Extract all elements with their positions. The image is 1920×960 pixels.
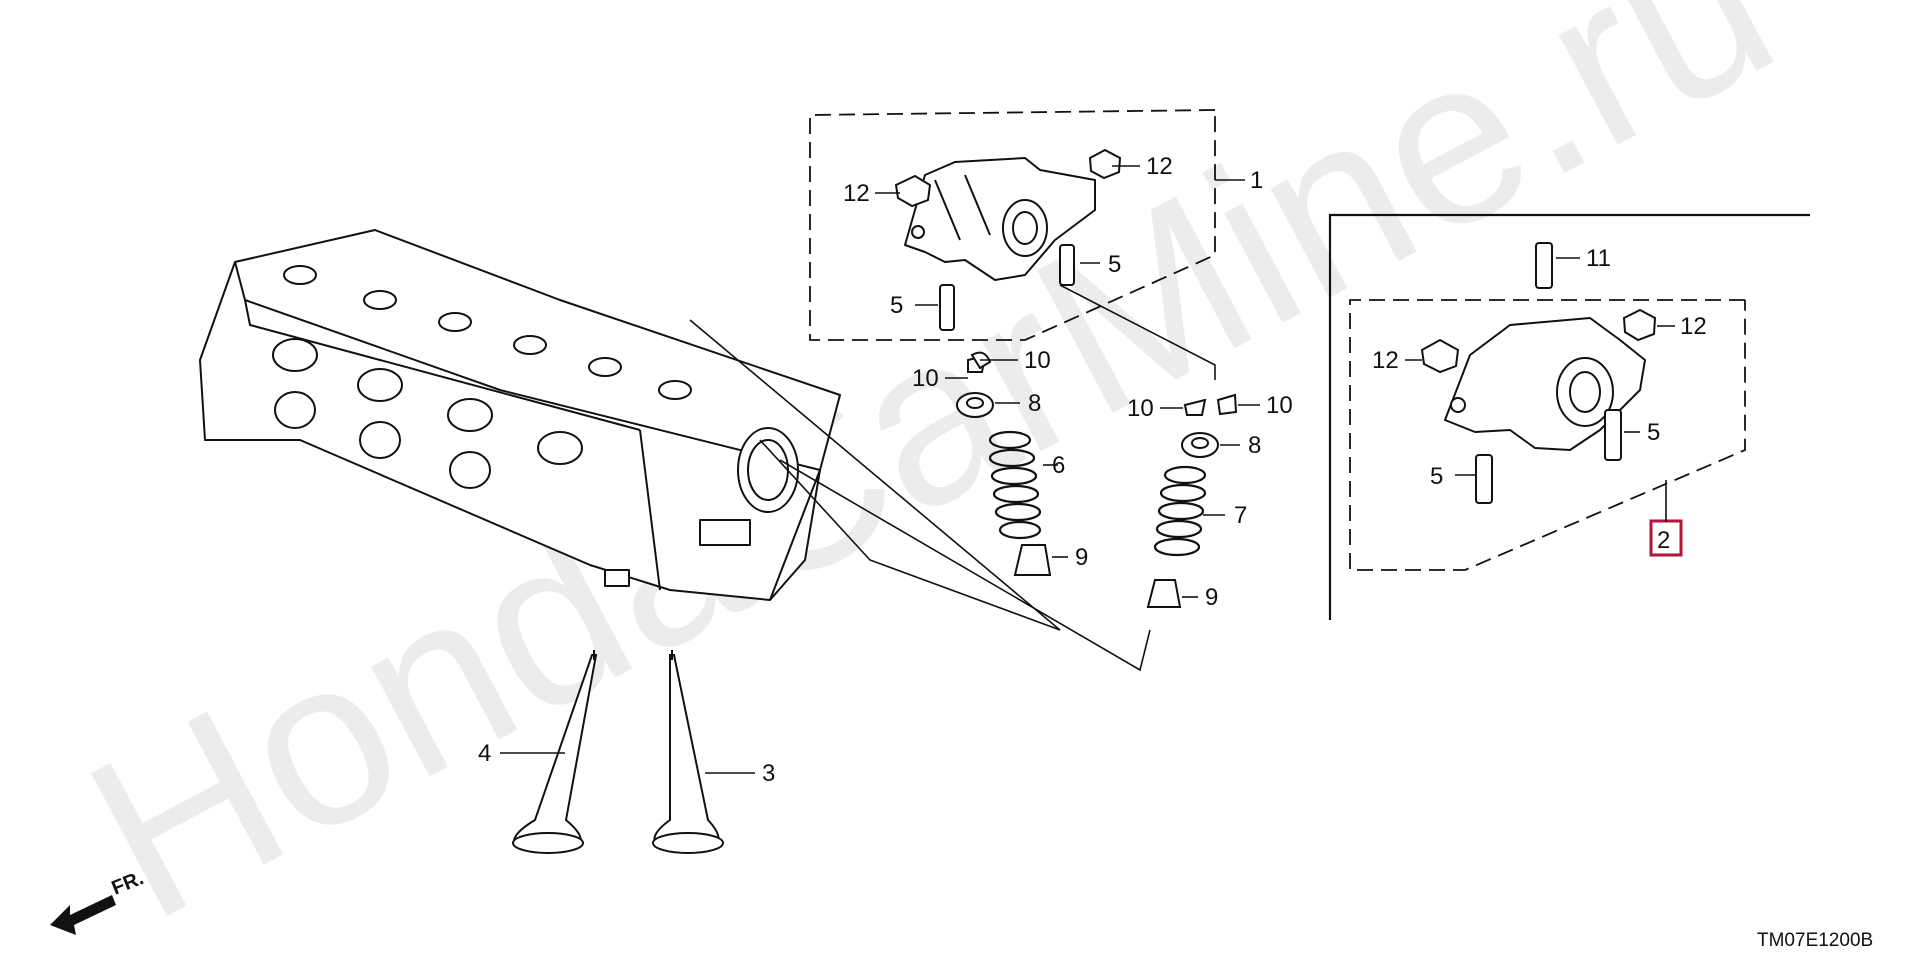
callout-5b: 5 bbox=[890, 292, 903, 319]
leader-lines bbox=[500, 165, 1675, 774]
nuts-group-2[interactable] bbox=[1420, 308, 1657, 374]
callout-5d: 5 bbox=[1430, 463, 1443, 490]
adjusting-screws-group-1[interactable] bbox=[939, 244, 1075, 331]
callout-12d: 12 bbox=[1680, 313, 1707, 340]
callout-11: 11 bbox=[1586, 245, 1611, 272]
rocker-arm-assembly-1[interactable] bbox=[904, 157, 1096, 281]
callout-8b: 8 bbox=[1248, 432, 1261, 459]
valve-stem-seals[interactable] bbox=[1013, 544, 1182, 608]
callout-5a: 5 bbox=[1108, 251, 1121, 278]
adjusting-screws-group-2[interactable] bbox=[1475, 242, 1622, 504]
group-2-dashed-frame bbox=[1349, 299, 1746, 571]
nuts-group-1[interactable] bbox=[894, 148, 1122, 208]
group-1-dashed-frame bbox=[809, 109, 1216, 341]
callout-1: 1 bbox=[1250, 167, 1263, 194]
valve-spring-exhaust[interactable] bbox=[1153, 465, 1207, 557]
callout-10a: 10 bbox=[1024, 347, 1051, 374]
callout-7: 7 bbox=[1234, 502, 1247, 529]
callout-12b: 12 bbox=[1146, 153, 1173, 180]
valve-spring-intake[interactable] bbox=[988, 430, 1042, 540]
callout-8a: 8 bbox=[1028, 390, 1041, 417]
exhaust-valve[interactable] bbox=[652, 650, 724, 854]
arrow-left-icon bbox=[50, 895, 116, 935]
spring-retainers[interactable] bbox=[956, 392, 1219, 458]
callout-10d: 10 bbox=[1266, 392, 1293, 419]
watermark-text: HondaCarMine.ru bbox=[50, 0, 1811, 960]
callout-12a: 12 bbox=[843, 180, 870, 207]
callout-6: 6 bbox=[1052, 452, 1065, 479]
callout-2: 2 bbox=[1657, 527, 1670, 554]
group-2-frame bbox=[1328, 213, 1810, 620]
callout-10b: 10 bbox=[912, 365, 939, 392]
callout-9b: 9 bbox=[1205, 584, 1218, 611]
callout-10c: 10 bbox=[1127, 395, 1154, 422]
front-direction-arrow: FR. bbox=[50, 867, 147, 935]
callout-9a: 9 bbox=[1075, 544, 1088, 571]
diagram-code: TM07E1200B bbox=[1757, 930, 1873, 951]
callout-12c: 12 bbox=[1372, 347, 1399, 374]
callout-3: 3 bbox=[762, 760, 775, 787]
rocker-arm-assembly-2[interactable] bbox=[1444, 317, 1646, 451]
cylinder-head[interactable] bbox=[199, 229, 841, 601]
intake-valve[interactable] bbox=[512, 650, 598, 854]
callout-4: 4 bbox=[478, 740, 491, 767]
callout-5c: 5 bbox=[1647, 419, 1660, 446]
